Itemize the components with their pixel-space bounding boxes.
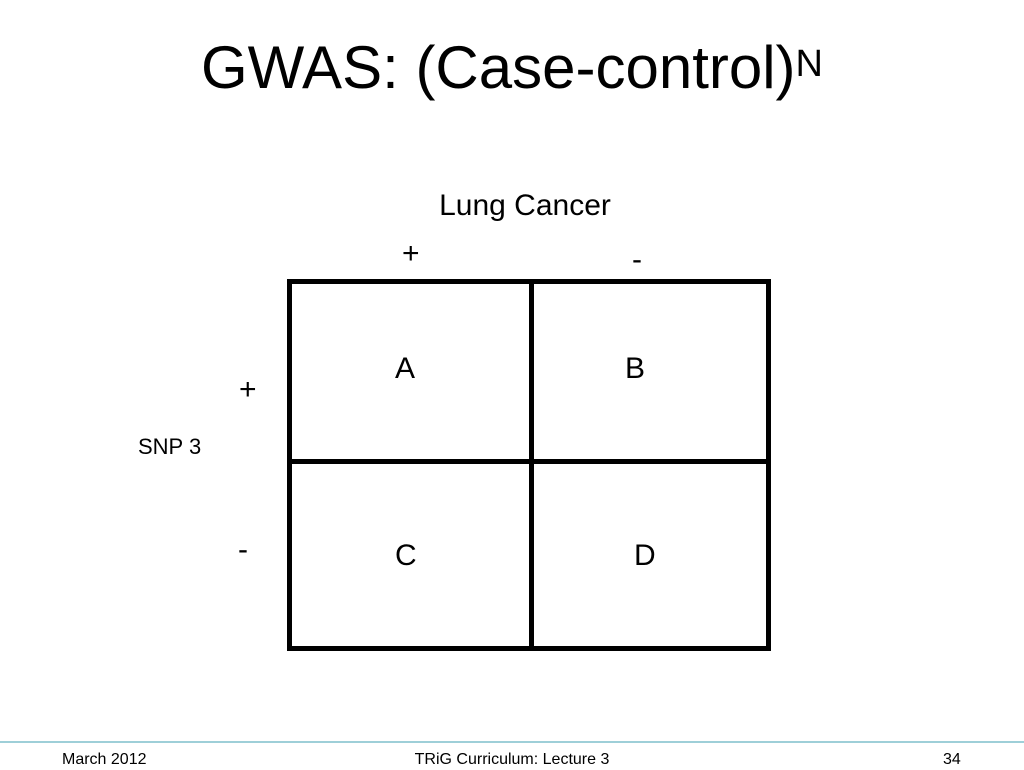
table-cell-c: C: [395, 539, 417, 572]
footer-date: March 2012: [62, 751, 147, 768]
footer-divider: [0, 741, 1024, 743]
slide-title-text: GWAS: (Case-control): [200, 34, 796, 101]
contingency-table: [287, 279, 771, 651]
column-sign-positive: +: [402, 237, 420, 270]
row-sign-positive: +: [239, 373, 257, 406]
table-vertical-divider: [529, 284, 534, 646]
row-sign-negative: -: [238, 533, 248, 566]
footer-course: TRiG Curriculum: Lecture 3: [414, 751, 610, 768]
table-horizontal-divider: [292, 459, 766, 464]
row-header: SNP 3: [138, 434, 202, 459]
column-header: Lung Cancer: [439, 189, 611, 222]
table-cell-b: B: [625, 352, 646, 385]
slide-title: GWAS: (Case-control)N: [0, 28, 1024, 108]
table-cell-d: D: [634, 539, 656, 572]
column-sign-negative: -: [632, 243, 642, 276]
footer-page-number: 34: [943, 751, 961, 768]
table-cell-a: A: [395, 352, 416, 385]
slide-title-superscript: N: [795, 43, 823, 85]
